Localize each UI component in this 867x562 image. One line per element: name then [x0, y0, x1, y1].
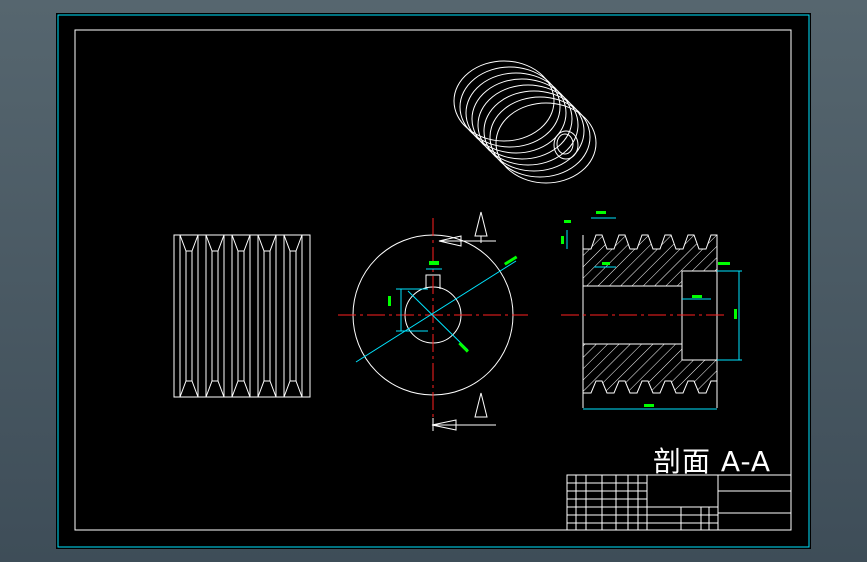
section-view-a-a	[561, 211, 742, 410]
drawing-canvas[interactable]	[56, 13, 811, 549]
isometric-view	[453, 60, 597, 184]
front-view	[173, 234, 311, 398]
section-arrow-icon	[431, 392, 496, 431]
section-label: 剖面 A-A	[653, 445, 772, 478]
outer-frame	[57, 14, 810, 548]
drawing-sheet[interactable]: 剖面 A-A	[56, 13, 811, 549]
inner-frame	[74, 29, 792, 531]
title-block	[566, 474, 792, 531]
section-arrow-icon	[438, 211, 496, 247]
side-view-circular	[338, 218, 528, 428]
